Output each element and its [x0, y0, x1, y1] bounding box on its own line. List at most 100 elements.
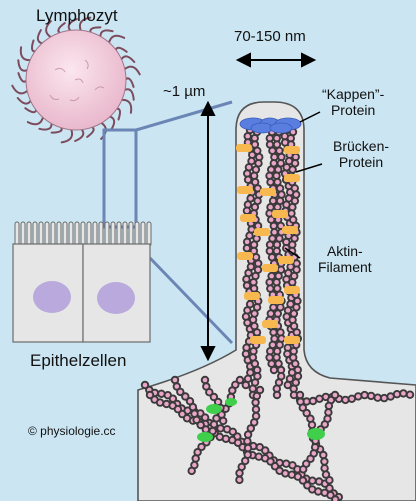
actin-monomer-core — [288, 136, 294, 141]
actin-monomer-core — [267, 142, 273, 147]
lymphocyte-projection — [107, 34, 126, 45]
actin-monomer-core — [246, 270, 251, 276]
actin-monomer-core — [204, 384, 209, 389]
actin-monomer-core — [291, 386, 297, 392]
epithelial-microvillus — [14, 221, 20, 247]
actin-monomer-core — [230, 429, 236, 435]
lymphocyte-projection — [19, 46, 33, 62]
actin-monomer-core — [294, 330, 300, 335]
bridge-protein — [268, 296, 284, 304]
actin-monomer-core — [305, 483, 310, 488]
actin-monomer-core — [244, 245, 250, 251]
actin-monomer-core — [250, 386, 256, 392]
actin-monomer-core — [194, 417, 199, 423]
actin-monomer-core — [327, 477, 332, 483]
actin-monomer-core — [326, 410, 331, 415]
actin-monomer-core — [293, 192, 299, 197]
actin-monomer-core — [294, 261, 300, 266]
actin-monomer-core — [253, 400, 258, 405]
actin-monomer-core — [254, 393, 260, 399]
bridge-protein — [250, 336, 266, 344]
actin-monomer-core — [269, 254, 275, 260]
actin-monomer-core — [254, 148, 260, 154]
actin-monomer-core — [290, 463, 295, 468]
actin-monomer-core — [270, 342, 276, 348]
actin-monomer-core — [267, 242, 273, 247]
actin-monomer-core — [283, 461, 289, 467]
actin-monomer-core — [304, 410, 310, 416]
actin-monomer-core — [245, 133, 250, 139]
lymphocyte-projection — [26, 115, 45, 126]
actin-monomer-core — [272, 464, 278, 469]
actin-monomer-core — [322, 459, 327, 464]
actin-filament-label: Aktin- Filament — [318, 243, 372, 275]
actin-monomer-core — [248, 370, 253, 375]
actin-monomer-core — [195, 449, 200, 455]
lymphocyte-projection — [45, 20, 53, 39]
actin-monomer-core — [286, 158, 292, 164]
epithelial-microvillus — [74, 221, 80, 247]
actin-monomer-core — [235, 440, 241, 446]
actin-monomer-core — [244, 171, 250, 176]
actin-monomer-core — [254, 305, 260, 310]
epithelial-microvillus — [38, 221, 44, 247]
actin-monomer-core — [293, 361, 298, 367]
lymphocyte-projection — [107, 115, 116, 131]
epithelial-microvillus — [80, 221, 86, 247]
lymphocyte-projection — [36, 29, 45, 45]
actin-monomer-core — [274, 386, 280, 392]
actin-monomer-core — [251, 443, 256, 449]
actin-monomer-core — [267, 136, 273, 141]
actin-monomer-core — [268, 311, 274, 316]
height-arrow — [200, 100, 216, 362]
actin-monomer-core — [325, 416, 330, 422]
actin-monomer-core — [243, 351, 249, 357]
actin-monomer-core — [288, 264, 293, 270]
actin-monomer-core — [407, 392, 413, 398]
actin-monomer-core — [178, 389, 183, 395]
actin-monomer-core — [277, 198, 283, 204]
actin-monomer-core — [278, 330, 283, 335]
actin-monomer-core — [246, 165, 252, 170]
actin-monomer-core — [290, 355, 296, 360]
actin-monomer-core — [199, 444, 204, 450]
epithelial-microvillus — [104, 221, 110, 247]
actin-monomer-core — [308, 416, 313, 422]
epithelial-microvillus — [110, 221, 116, 247]
actin-monomer-core — [254, 330, 260, 335]
actin-monomer-core — [394, 391, 400, 397]
bridge-protein — [284, 146, 300, 154]
actin-monomer-core — [275, 286, 280, 291]
epithelial-microvillus — [122, 221, 128, 247]
actin-monomer-core — [289, 370, 295, 375]
actin-monomer-core — [253, 273, 258, 279]
epithelial-microvillus — [134, 221, 140, 247]
actin-monomer-core — [256, 454, 262, 460]
bridge-protein — [237, 252, 253, 260]
actin-monomer-core — [291, 273, 297, 279]
actin-monomer-core — [274, 248, 280, 254]
actin-monomer-core — [220, 418, 226, 424]
actin-monomer-core — [295, 298, 300, 304]
bridge-protein — [284, 174, 300, 182]
actin-monomer-core — [230, 388, 235, 393]
epithelial-microvillus — [20, 221, 26, 247]
bridge-protein — [244, 292, 260, 300]
actin-monomer-core — [274, 142, 280, 147]
actin-monomer-core — [268, 459, 273, 464]
actin-monomer-core — [248, 264, 254, 270]
actin-monomer-core — [268, 167, 274, 172]
actin-monomer-core — [245, 357, 251, 363]
epithelial-microvillus — [68, 221, 74, 247]
copyright-label: © physiologie.cc — [28, 424, 116, 438]
actin-monomer-core — [254, 236, 259, 241]
actin-monomer-core — [202, 377, 208, 383]
actin-monomer-core — [251, 248, 257, 254]
actin-monomer-core — [198, 422, 203, 428]
actin-monomer-core — [291, 392, 297, 398]
epithelial-microvillus — [26, 221, 32, 247]
lymphocyte-projection — [60, 127, 74, 144]
actin-monomer-core — [271, 161, 277, 166]
epithelial-microvillus — [62, 221, 68, 247]
actin-monomer-core — [321, 452, 326, 458]
